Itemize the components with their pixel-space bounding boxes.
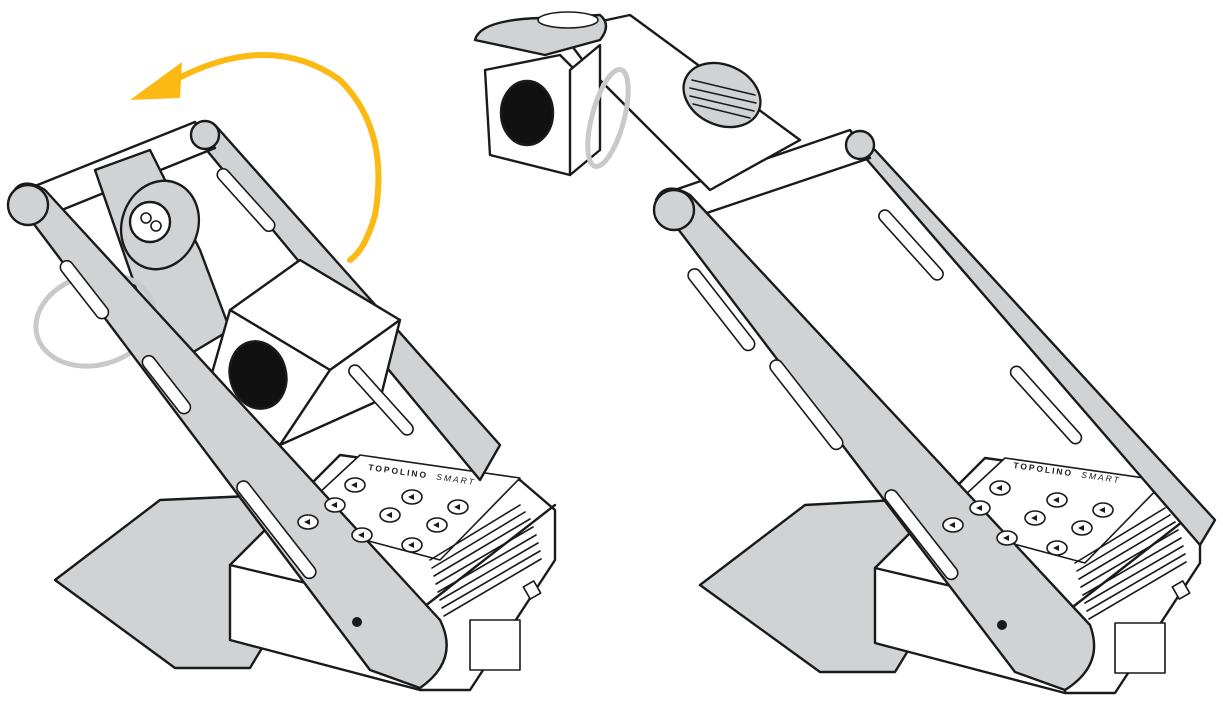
power-icon [942,517,964,533]
arrow-up-icon [969,500,991,516]
knob-left [119,179,201,271]
device-right-extended: TOPOLINO SMART [473,11,1217,695]
device-left-folded: TOPOLINO SMART [6,52,557,692]
rotation-arrow-icon [130,52,382,263]
arrow-right-icon [426,517,448,533]
arrow-right-icon [447,499,469,515]
menu-icon [401,537,423,553]
arm-front-left [10,182,448,690]
arrow-right-icon [1092,502,1114,518]
arm-front-right [654,187,1096,692]
camera-head-right [473,11,608,177]
menu-icon [344,477,366,493]
arrow-left-icon [1046,492,1068,508]
arrow-down-icon [1024,510,1046,526]
menu-icon [1046,540,1068,556]
arrow-left-icon [996,530,1018,546]
arrow-up-icon [324,497,346,513]
menu-icon [989,480,1011,496]
arrow-left-icon [351,527,373,543]
port-icon [522,580,542,600]
camera-lens-right [499,79,555,147]
adjust-knob-right [682,61,762,129]
vent-grille-right [1074,507,1187,620]
vent-grille-left [429,504,542,617]
camera-lens-left [228,340,288,410]
arrow-left-icon [401,489,423,505]
strap-right [585,67,631,169]
power-icon [297,514,319,530]
port-icon [1171,580,1191,600]
arrow-right-icon [1071,520,1093,536]
arrow-down-icon [379,507,401,523]
